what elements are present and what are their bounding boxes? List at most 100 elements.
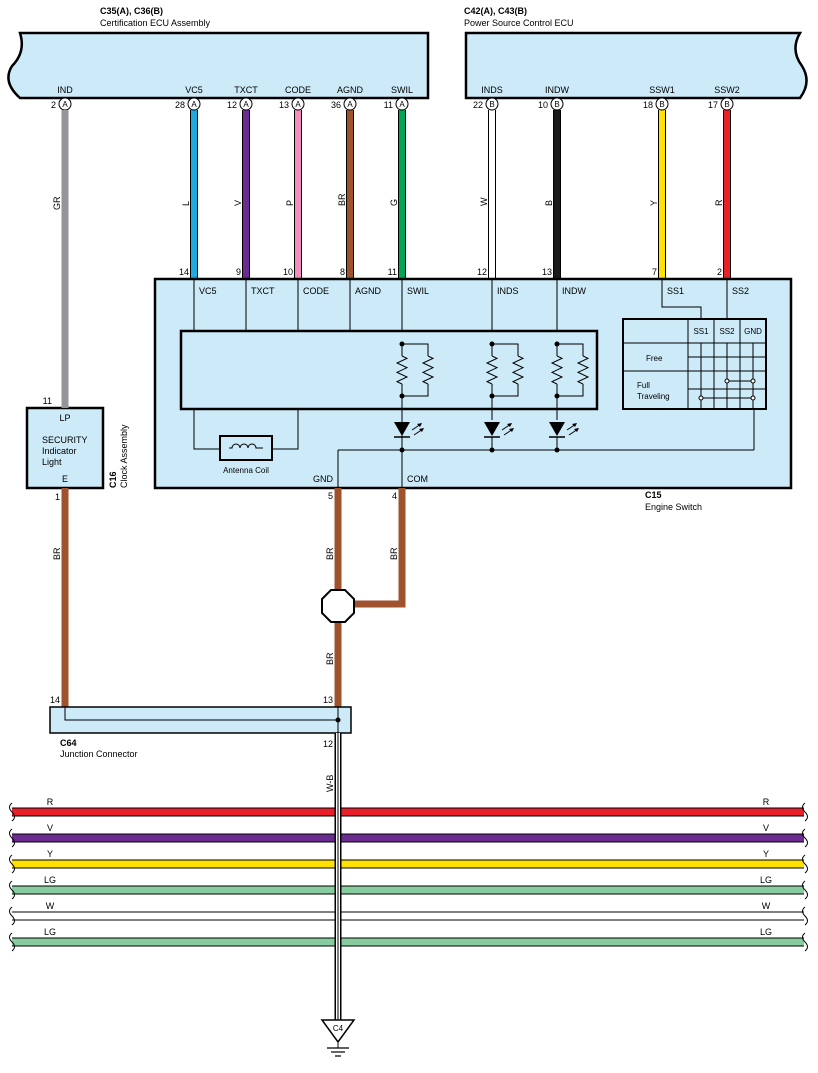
right-pin-indw-connector-badge: B: [550, 97, 564, 111]
resistor-group: [395, 341, 590, 420]
bus-label-left: V: [47, 823, 53, 833]
left-pin-vc5-conn: A: [191, 100, 197, 109]
left-pin-vc5-label: VC5: [185, 85, 203, 95]
left-pin-agnd-num: 36: [331, 100, 341, 110]
junction-pin-12: 12: [323, 739, 333, 749]
switch-table: SS1 SS2 GND Free Full Traveling: [622, 279, 767, 410]
right-pin-indw-wire-color: B: [544, 200, 554, 206]
antenna-coil-label: Antenna Coil: [223, 466, 269, 475]
right-pin-inds-conn: B: [489, 100, 494, 109]
switch-pin-ss2-num: 2: [717, 267, 722, 277]
switch-pin-swil-num: 11: [388, 267, 397, 277]
clock-pin-top: 11: [43, 396, 52, 406]
switch-pin-vc5-label: VC5: [199, 286, 217, 296]
resistor-icon: [511, 355, 525, 385]
clock-pin-bottom: 1: [55, 492, 60, 502]
left-pin-ind-label: IND: [57, 85, 73, 95]
right-pin-ssw2-connector-badge: B: [720, 97, 734, 111]
left-pin-vc5-num: 28: [175, 100, 185, 110]
bus-label-left: W: [46, 901, 55, 911]
clock-text-1: SECURITY: [42, 435, 88, 445]
switch-pin-inds-label: INDS: [497, 286, 519, 296]
wire-color-ground: W-B: [325, 775, 335, 792]
table-row-full-2: Traveling: [637, 392, 670, 401]
wire-color-com: BR: [389, 547, 399, 560]
left-pin-agnd-conn: A: [347, 100, 353, 109]
switch-pin-vc5-num: 14: [179, 267, 189, 277]
left-pin-code-connector-badge: A: [291, 97, 305, 111]
com-junction-3: [554, 447, 560, 453]
left-pin-code-num: 13: [279, 100, 289, 110]
left-pin-ind-connector-badge: A: [58, 97, 72, 111]
junction-pin-14: 14: [50, 695, 60, 705]
right-pin-inds-label: INDS: [481, 85, 503, 95]
right-pin-indw-label: INDW: [545, 85, 569, 95]
left-pin-code-wire-color: P: [285, 200, 295, 206]
left-pin-txct-num: 12: [227, 100, 237, 110]
led-group: [394, 422, 579, 450]
bus-label-right: V: [763, 823, 769, 833]
switch-pin-indw-label: INDW: [562, 286, 586, 296]
clock-e-label: E: [62, 474, 68, 484]
splice-point: [321, 589, 355, 623]
module-taps: [193, 279, 558, 331]
left-pin-agnd-wire-color: BR: [337, 193, 347, 206]
switch-pin-agnd-label: AGND: [355, 286, 382, 296]
resistor-icon: [485, 355, 499, 385]
right-ecu-box: [464, 31, 808, 100]
bus-label-right: LG: [760, 927, 772, 937]
left-pin-swil-wire-color: G: [389, 199, 399, 206]
engine-switch-module: [179, 329, 599, 411]
led-icon: [549, 422, 579, 450]
clock-lp-label: LP: [59, 413, 70, 423]
right-pin-inds-wire-color: W: [479, 197, 489, 206]
bus-label-left: R: [47, 797, 54, 807]
bus-line-lg: LG LG: [9, 927, 808, 952]
resistor-icon: [576, 355, 590, 385]
junction-pin-13: 13: [323, 695, 333, 705]
junction-connector-id: C64: [60, 738, 77, 748]
table-row-full-1: Full: [637, 381, 650, 390]
resistor-icon: [421, 355, 435, 385]
wire-color-gnd: BR: [325, 547, 335, 560]
right-pin-indw-conn: B: [554, 100, 559, 109]
right-pin-ssw1-connector-badge: B: [655, 97, 669, 111]
right-pin-inds-num: 22: [473, 100, 483, 110]
wire-color-ind: GR: [52, 196, 62, 210]
bus-label-right: W: [762, 901, 771, 911]
right-ecu-connector: C42(A), C43(B): [464, 6, 527, 16]
clock-text-3: Light: [42, 457, 62, 467]
com-pin-num: 4: [392, 491, 397, 501]
left-pin-swil-conn: A: [399, 100, 405, 109]
com-label: COM: [407, 474, 428, 484]
com-junction-1: [399, 447, 405, 453]
gnd-pin-num: 5: [328, 491, 333, 501]
coil-icon: [229, 443, 263, 449]
left-pin-swil-connector-badge: A: [395, 97, 409, 111]
left-pin-code-label: CODE: [285, 85, 311, 95]
ground-symbol: C4: [320, 1019, 356, 1057]
clock-assembly: LP SECURITY Indicator Light E 11 1 C16 C…: [25, 396, 129, 502]
right-pin-ssw2-conn: B: [724, 100, 729, 109]
bus-label-left: LG: [44, 927, 56, 937]
left-ecu-name: Certification ECU Assembly: [100, 18, 211, 28]
clock-text-2: Indicator: [42, 446, 77, 456]
table-header-gnd: GND: [744, 327, 762, 336]
left-pin-agnd-connector-badge: A: [343, 97, 357, 111]
switch-pin-ss1-num: 7: [652, 267, 657, 277]
resistor-pair-3: [550, 341, 590, 420]
right-pin-ssw1-wire-color: Y: [649, 200, 659, 206]
left-pin-txct-conn: A: [243, 100, 249, 109]
bus-label-right: LG: [760, 875, 772, 885]
antenna-coil: Antenna Coil: [193, 409, 299, 475]
wire-color-clock-gnd: BR: [52, 547, 62, 560]
left-pin-swil-label: SWIL: [391, 85, 413, 95]
resistor-pair-2: [485, 341, 525, 420]
resistor-pair-1: [395, 341, 435, 420]
com-bus: [337, 409, 755, 488]
